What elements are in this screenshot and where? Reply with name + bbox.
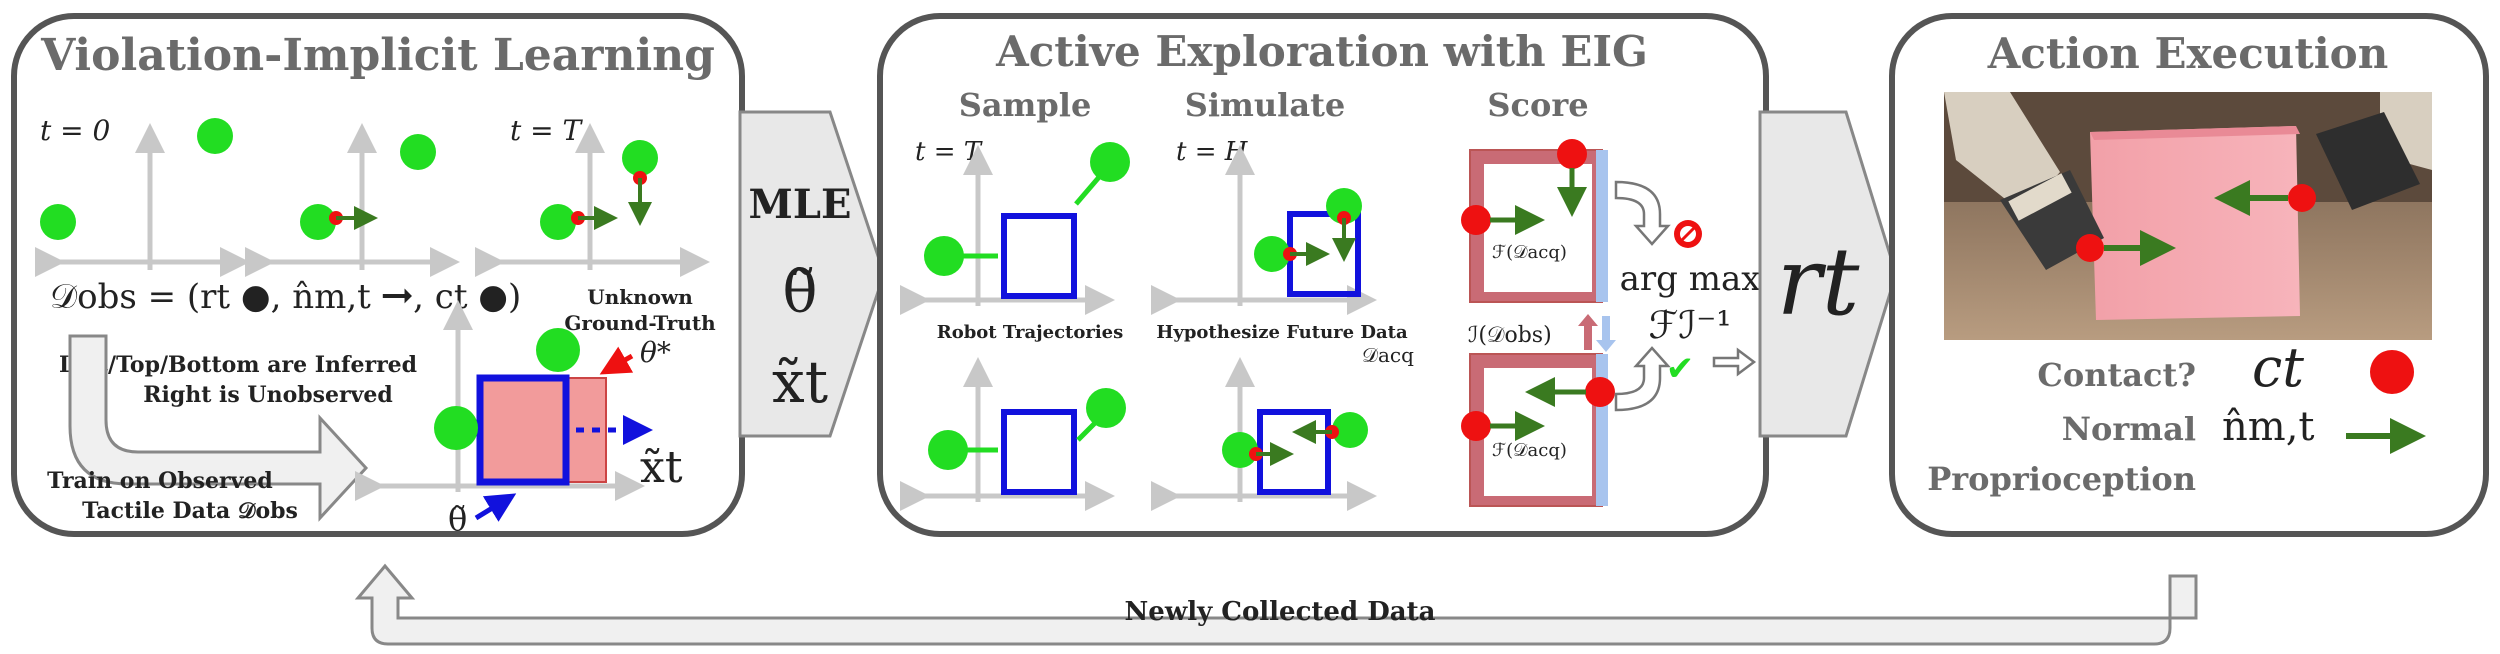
robot-trajectories-label: Robot Trajectories: [937, 322, 1124, 343]
contact-point: [1326, 188, 1362, 224]
score-top: ℱ(𝒟acq): [1461, 139, 1608, 303]
dacq-label: 𝒟acq: [1362, 343, 1414, 367]
learning-panel: Violation-Implicit Learning t = 0 t = T: [11, 13, 745, 538]
contact-point: [1332, 412, 1368, 448]
train-line1: Train on Observed: [47, 468, 273, 494]
sample-axes-top: [900, 145, 1115, 315]
contact-point: [1086, 388, 1126, 428]
theta-star-arrow: [599, 346, 634, 375]
accept-arrow: [1614, 346, 1671, 412]
unknown-label-line2: Ground-Truth: [564, 311, 716, 335]
train-arrow: [68, 334, 369, 522]
swap-arrows: [1578, 314, 1616, 352]
normal-label: Normal: [2062, 410, 2196, 448]
i-dobs-label: ℐ(𝒟obs): [1468, 323, 1552, 348]
mle-label: MLE: [749, 181, 852, 228]
contact-red-dot: [1585, 377, 1615, 407]
contact-point: [40, 204, 76, 240]
execution-title: Action Execution: [1987, 29, 2388, 78]
normal-symbol: n̂m,t: [2222, 404, 2314, 450]
axes-estimate: [355, 300, 645, 501]
check-icon: ✔: [1666, 349, 1695, 389]
mle-theta: θ̃: [783, 258, 818, 326]
reject-arrow: [1614, 180, 1671, 246]
contact-symbol: ct: [2252, 336, 2304, 399]
trajectory-arrow: [1074, 174, 1102, 206]
sample-axes-bottom: [900, 357, 1115, 511]
axes-tT: [475, 123, 710, 277]
sample-shape-bottom: [1001, 409, 1077, 495]
x-tilde-label: x̃t: [640, 442, 683, 493]
feedback-label: Newly Collected Data: [1125, 597, 1436, 627]
sample-tT: t = T: [915, 137, 983, 167]
train-line2: Tactile Data 𝒟obs: [82, 498, 298, 524]
score-bottom: ℱ(𝒟acq): [1461, 353, 1615, 507]
execution-panel: Action Execution Contact? ct Normal n̂m,…: [1889, 13, 2489, 537]
argmax-label: arg max: [1620, 259, 1761, 299]
contact-point: [622, 140, 658, 176]
simulate-axes-top: [1151, 145, 1377, 315]
tT-label: t = T: [510, 114, 584, 147]
theta-tilde-arrow: [474, 493, 517, 522]
contact-legend-dot: [2370, 350, 2414, 394]
proprioception-label: Proprioception: [1927, 460, 2196, 498]
contact-point: [197, 118, 233, 154]
axes-t0: [35, 123, 250, 277]
t0-label: t = 0: [40, 114, 110, 147]
f-dacq-bottom: ℱ(𝒟acq): [1492, 440, 1567, 461]
fi-inv-label: ℱℐ⁻¹: [1648, 303, 1731, 347]
unknown-label-line1: Unknown: [587, 285, 693, 309]
contact-point: [540, 204, 576, 240]
inferred-line2: Right is Unobserved: [143, 382, 393, 408]
contact-point: [1222, 432, 1258, 468]
hypothesize-label: Hypothesize Future Data: [1156, 322, 1408, 343]
small-right-arrow: [1712, 347, 1757, 377]
theta-tilde-label: θ̃: [448, 500, 467, 538]
contact-label: Contact?: [2037, 356, 2196, 394]
contact-point: [924, 236, 964, 276]
rt-label: rt: [1777, 228, 1860, 337]
exploration-panel: Active Exploration with EIG Sample Simul…: [877, 13, 1769, 537]
inferred-line1: Left/Top/Bottom are Inferred: [59, 352, 417, 378]
sample-heading: Sample: [959, 86, 1092, 124]
rt-connector: rt: [1758, 110, 1898, 438]
contact-point: [1090, 142, 1130, 182]
axes-t1: [245, 123, 460, 277]
contact-point: [300, 204, 336, 240]
simulate-heading: Simulate: [1185, 86, 1345, 124]
score-heading: Score: [1487, 86, 1588, 124]
exploration-title: Active Exploration with EIG: [995, 27, 1648, 76]
estimated-shape: [476, 374, 570, 486]
contact-point: [434, 406, 478, 450]
contact-red-dot: [1461, 205, 1491, 235]
contact-point: [400, 134, 436, 170]
contact-point: [928, 430, 968, 470]
contact-red-dot: [1461, 411, 1491, 441]
contact-red-dot: [2288, 184, 2316, 212]
mle-connector: MLE θ̃ x̃t: [738, 110, 886, 438]
contact-point: [536, 328, 580, 372]
mle-x: x̃t: [772, 348, 828, 416]
trajectory-arrow: [1076, 420, 1098, 442]
no-symbol-icon: [1674, 220, 1702, 248]
f-dacq-top: ℱ(𝒟acq): [1492, 242, 1567, 263]
sample-shape-top: [1001, 213, 1077, 299]
feedback-arrow: Newly Collected Data: [354, 563, 2198, 646]
theta-star-label: θ*: [640, 336, 671, 369]
contact-red-dot: [1557, 139, 1587, 169]
unobserved-region: [480, 378, 606, 482]
contact-red-dot: [2076, 234, 2104, 262]
dobs-label: 𝒟obs = (rt ●, n̂m,t ➞, ct ●): [50, 277, 521, 317]
learning-title: Violation-Implicit Learning: [40, 30, 715, 81]
robot-photo: [1944, 92, 2432, 340]
contact-point: [1254, 236, 1290, 272]
